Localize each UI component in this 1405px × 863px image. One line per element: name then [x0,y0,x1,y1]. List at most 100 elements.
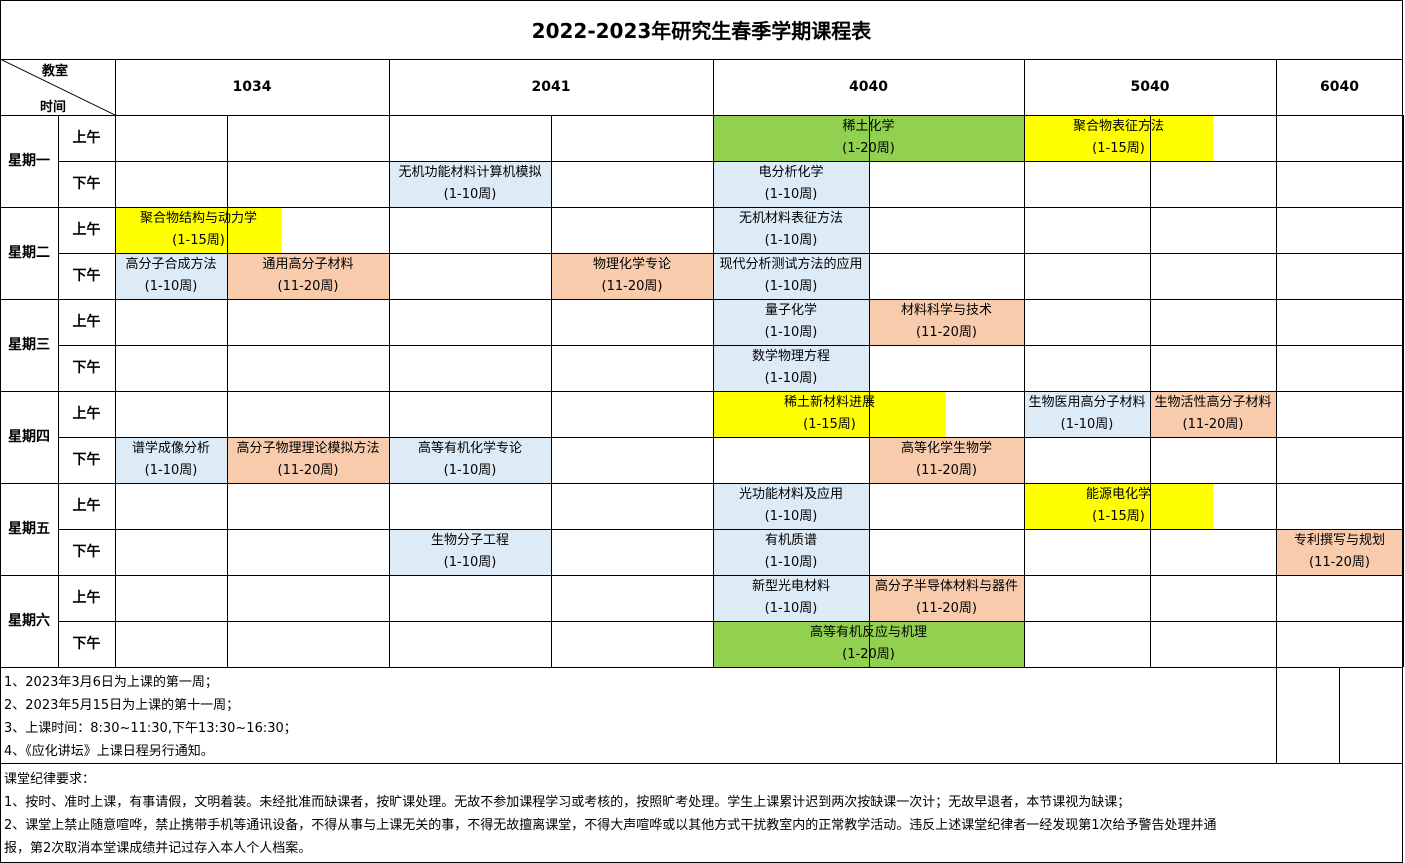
course-name: 谱学成像分析 [131,441,210,456]
half-day-label: 上午 [72,590,101,606]
course-name: 生物分子工程 [430,533,509,548]
course-cell[interactable]: 生物医用高分子材料 (1-10周) [1024,391,1150,437]
course-cell[interactable]: 光功能材料及应用 (1-10周) [713,483,869,529]
course-weeks: (1-10周) [764,509,818,524]
course-weeks: (1-10周) [764,601,818,616]
course-name: 高分子物理理论模拟方法 [236,441,380,456]
course-cell[interactable]: 谱学成像分析(1-10周) [115,437,227,483]
course-weeks: (1-10周) [764,187,818,202]
course-name: 现代分析测试方法的应用 [719,257,863,272]
course-name: 高等化学生物学 [900,441,992,456]
grid-line [1339,667,1340,763]
page-title: 2022-2023年研究生春季学期课程表 [531,19,872,43]
course-cell[interactable]: 现代分析测试方法的应用 (1-10周) [713,253,869,299]
course-cell[interactable]: 聚合物结构与动力学(1-15周) [115,207,282,253]
course-weeks: (11-20周) [916,601,977,616]
grid-line [1276,115,1277,667]
course-name: 生物医用高分子材料 [1028,395,1146,410]
course-cell[interactable]: 无机功能材料计算机模拟 (1-10周) [389,161,551,207]
grid-line [115,115,116,667]
grid-line [389,59,390,115]
corner-time-label: 时间 [40,100,67,115]
grid-line [0,483,1403,484]
course-weeks: (1-10周) [764,371,818,386]
grid-line [0,207,1403,208]
course-weeks: (1-20周) [842,644,895,666]
course-cell[interactable]: 物理化学专论(11-20周) [551,253,713,299]
course-cell[interactable]: 高分子合成方法(1-10周) [115,253,227,299]
half-day-label: 下午 [72,544,101,560]
course-name: 新型光电材料 [751,579,830,594]
grid-line [0,59,1403,60]
rule-line: 报，第2次取消本堂课成绩并记过存入本人个人档案。 [4,841,312,856]
course-cell[interactable]: 聚合物表征方法(1-15周) [1024,115,1213,161]
grid-line [1024,59,1025,115]
grid-line [58,115,59,667]
course-name: 数学物理方程 [751,349,830,364]
course-weeks: (1-20周) [842,138,895,160]
course-weeks: (11-20周) [277,463,339,478]
course-cell[interactable]: 高等有机反应与机理(1-20周) [713,621,1024,667]
course-cell[interactable]: 生物活性高分子材料(11-20周) [1150,391,1276,437]
course-cell[interactable]: 能源电化学(1-15周) [1024,483,1213,529]
course-cell[interactable]: 有机质谱(1-10周) [713,529,869,575]
course-weeks: (1-10周) [764,279,818,294]
course-weeks: (1-10周) [764,325,818,340]
room-header: 1034 [232,79,272,95]
course-weeks: (11-20周) [1309,555,1370,570]
day-label: 星期二 [8,245,50,261]
room-header: 6040 [1320,79,1359,95]
course-weeks: (1-10周) [1060,417,1114,432]
grid-line [0,667,1403,668]
grid-line [58,345,1403,346]
course-weeks: (11-20周) [277,279,339,294]
grid-line [713,115,714,667]
room-header: 4040 [849,79,888,95]
half-day-label: 上午 [72,406,101,422]
course-cell[interactable]: 高分子半导体材料与器件 (11-20周) [869,575,1024,621]
note-line: 1、2023年3月6日为上课的第一周； [4,675,218,690]
course-name: 无机材料表征方法 [738,211,843,226]
grid-line [58,621,1403,622]
course-cell[interactable]: 量子化学(1-10周) [713,299,869,345]
course-cell[interactable]: 稀土新材料进展(1-15周) [713,391,946,437]
course-cell[interactable]: 新型光电材料 (1-10周) [713,575,869,621]
course-name: 高分子半导体材料与器件 [874,579,1018,594]
course-name: 高等有机化学专论 [417,441,522,456]
grid-line [869,115,870,667]
half-day-label: 下午 [72,268,101,284]
room-header: 5040 [1130,79,1170,95]
course-cell[interactable]: 专利撰写与规划(11-20周) [1276,529,1403,575]
grid-line [1402,0,1403,863]
course-name: 无机功能材料计算机模拟 [398,165,542,180]
course-cell[interactable]: 生物分子工程(1-10周) [389,529,551,575]
course-weeks: (1-10周) [443,463,497,478]
grid-line [1276,59,1277,115]
course-weeks: (11-20周) [1182,417,1244,432]
grid-line [551,115,552,667]
course-name: 材料科学与技术 [900,303,992,318]
course-cell[interactable]: 数学物理方程 (1-10周) [713,345,869,391]
half-day-label: 下午 [72,360,101,376]
course-name: 高等有机反应与机理 [810,622,927,644]
course-cell[interactable]: 高等化学生物学(11-20周) [869,437,1024,483]
course-name: 物理化学专论 [592,257,671,272]
rule-line: 2、课堂上禁止随意喧哗，禁止携带手机等通讯设备，不得从事与上课无关的事，不得无故… [4,818,1217,833]
grid-line [713,59,714,115]
grid-line [1276,667,1277,763]
course-weeks: (1-10周) [764,555,818,570]
rules-title: 课堂纪律要求： [4,772,96,787]
day-label: 星期六 [8,613,50,629]
course-cell[interactable]: 材料科学与技术(11-20周) [869,299,1024,345]
course-cell[interactable]: 无机材料表征方法(1-10周) [713,207,869,253]
course-cell[interactable]: 电分析化学(1-10周) [713,161,869,207]
course-cell[interactable]: 高分子物理理论模拟方法 (11-20周) [227,437,389,483]
course-name: 光功能材料及应用 [738,487,843,502]
course-weeks: (1-15周) [1092,509,1145,524]
course-cell[interactable]: 通用高分子材料(11-20周) [227,253,389,299]
course-cell[interactable]: 稀土化学(1-20周) [713,115,1024,161]
course-cell[interactable]: 高等有机化学专论 (1-10周) [389,437,551,483]
course-weeks: (1-10周) [443,187,497,202]
day-label: 星期四 [8,429,50,445]
grid-line [0,115,1403,116]
